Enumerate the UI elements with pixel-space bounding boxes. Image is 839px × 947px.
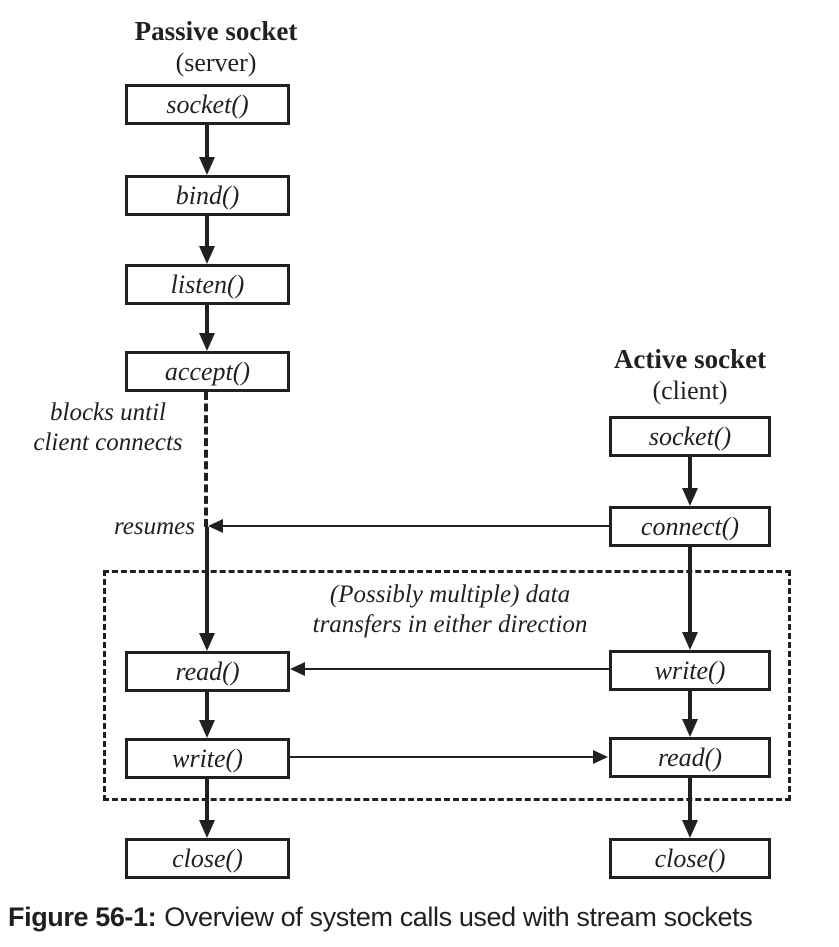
arrow-client-connect-write-stem	[688, 547, 692, 632]
client-column-subtitle: (client)	[652, 376, 728, 405]
figure-caption-text: Overview of system calls used with strea…	[164, 902, 753, 932]
resumes-annotation: resumes	[113, 513, 195, 540]
data-transfer-label: (Possibly multiple) data transfers in ei…	[312, 581, 588, 638]
data-transfer-region	[103, 570, 791, 801]
arrow-client-write-read-stem	[688, 691, 692, 719]
box-client-read: read()	[609, 737, 771, 778]
server-column-title: Passive socket	[134, 16, 298, 46]
arrow-down-icon	[199, 157, 215, 175]
box-client-close: close()	[609, 838, 771, 879]
box-client-socket: socket()	[609, 416, 771, 457]
arrow-right-icon	[593, 750, 608, 764]
arrow-down-icon	[199, 633, 215, 651]
client-column-header: Active socket (client)	[570, 344, 810, 406]
box-server-close: close()	[125, 838, 290, 879]
arrow-left-icon	[208, 519, 223, 533]
arrow-down-icon	[199, 820, 215, 838]
arrow-down-icon	[199, 720, 215, 738]
arrow-down-icon	[199, 333, 215, 351]
arrow-down-icon	[682, 488, 698, 506]
arrow-down-icon	[682, 719, 698, 737]
blocked-wait-dashed-line	[204, 392, 208, 527]
arrow-server-resume-read-stem	[205, 527, 209, 633]
arrow-server-bind-listen-stem	[205, 216, 209, 246]
arrow-down-icon	[682, 820, 698, 838]
server-column-header: Passive socket (server)	[96, 16, 336, 78]
box-client-connect: connect()	[609, 506, 771, 547]
arrow-client-read-close-stem	[688, 778, 692, 820]
arrow-serverwrite-clientread-line	[290, 756, 593, 758]
arrow-server-listen-accept-stem	[205, 305, 209, 333]
box-server-accept: accept()	[125, 351, 290, 392]
figure-caption: Figure 56-1:Overview of system calls use…	[8, 902, 753, 933]
arrow-server-socket-bind-stem	[205, 125, 209, 157]
arrow-client-socket-connect-stem	[688, 457, 692, 488]
arrow-server-read-write-stem	[205, 692, 209, 720]
arrow-down-icon	[682, 632, 698, 650]
arrow-server-write-close-stem	[205, 779, 209, 820]
arrow-connect-resumes-line	[222, 525, 609, 527]
arrow-clientwrite-serverread-line	[305, 668, 609, 670]
figure-caption-number: Figure 56-1:	[8, 902, 157, 932]
box-server-read: read()	[125, 651, 290, 692]
client-column-title: Active socket	[613, 344, 767, 374]
server-column-subtitle: (server)	[175, 48, 257, 77]
box-client-write: write()	[609, 650, 771, 691]
box-server-socket: socket()	[125, 84, 290, 125]
box-server-listen: listen()	[125, 264, 290, 305]
arrow-down-icon	[199, 246, 215, 264]
blocks-until-annotation: blocks until client connects	[33, 399, 183, 456]
arrow-left-icon	[290, 662, 305, 676]
box-server-write: write()	[125, 738, 290, 779]
box-server-bind: bind()	[125, 175, 290, 216]
